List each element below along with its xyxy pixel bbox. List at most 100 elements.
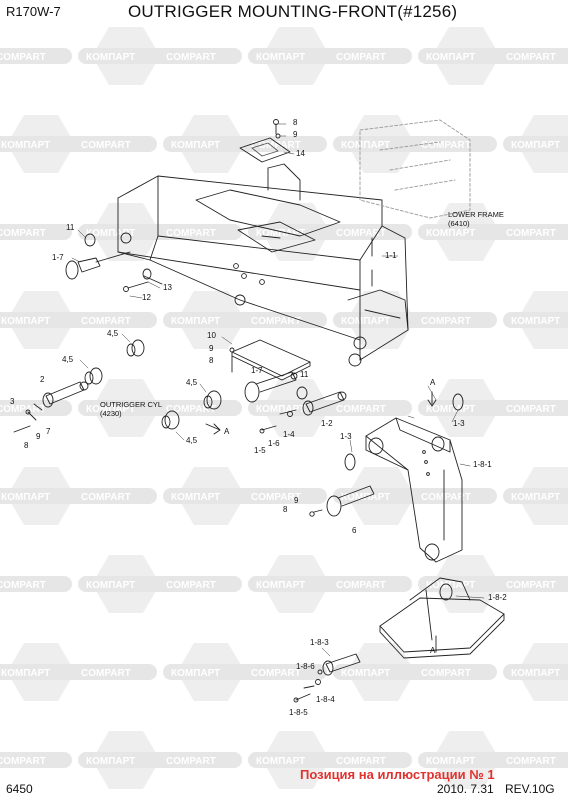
view-arrows: [205, 391, 437, 653]
watermark-band: [163, 664, 327, 680]
watermark-text-cyr: КОМПАРТ: [171, 140, 220, 151]
watermark-band: [333, 312, 497, 328]
callout-1-7: 1-7: [251, 366, 263, 375]
watermark-band: [0, 400, 72, 416]
outrigger-frame-body: [117, 163, 409, 367]
watermark-band: [503, 312, 568, 328]
callout-12: 12: [142, 293, 151, 302]
cover-plate-14: [239, 119, 291, 163]
watermark-text-cyr: КОМПАРТ: [426, 228, 475, 239]
watermark-text-lat: COMPART: [0, 404, 46, 415]
ring-1-3b: [452, 393, 464, 411]
watermark-text-lat: COMPART: [0, 756, 46, 767]
watermark-band: [333, 488, 497, 504]
callout-1-8-6: 1-8-6: [296, 662, 315, 671]
outrigger-cyl-code: (4230): [100, 409, 122, 418]
callout-6: 6: [352, 526, 357, 535]
callout-7: 7: [46, 427, 51, 436]
watermark-text-lat: COMPART: [506, 52, 556, 63]
callout-13: 13: [163, 283, 172, 292]
watermark-text-lat: COMPART: [336, 404, 386, 415]
callout-1-8-4: 1-8-4: [316, 695, 335, 704]
watermark-text-cyr: КОМПАРТ: [426, 52, 475, 63]
watermark-band: [78, 576, 242, 592]
watermark-band: [163, 312, 327, 328]
watermark-band: [0, 136, 157, 152]
watermark-text-lat: COMPART: [251, 316, 301, 327]
watermark-text-lat: COMPART: [506, 404, 556, 415]
watermark-band: [418, 752, 568, 768]
bracket-1-8-1: [365, 417, 463, 563]
watermark-text-cyr: КОМПАРТ: [171, 316, 220, 327]
watermark-band: [0, 48, 72, 64]
watermark-text-cyr: КОМПАРТ: [511, 140, 560, 151]
lower-frame-code: (6410): [448, 219, 470, 228]
callout-8: 8: [209, 356, 214, 365]
watermark-text-lat: COMPART: [166, 580, 216, 591]
watermark-text-cyr: КОМПАРТ: [256, 580, 305, 591]
pin-2: [13, 381, 89, 433]
watermark-band: [163, 488, 327, 504]
watermark-text-cyr: КОМПАРТ: [341, 140, 390, 151]
watermark-band: [418, 400, 568, 416]
watermark-text-cyr: КОМПАРТ: [341, 316, 390, 327]
watermark-text-lat: COMPART: [251, 492, 301, 503]
watermark-text-lat: COMPART: [166, 756, 216, 767]
watermark-band: [0, 224, 72, 240]
watermark-text-cyr: КОМПАРТ: [511, 492, 560, 503]
ring-1-3a: [344, 453, 356, 471]
watermark-text-cyr: КОМПАРТ: [1, 316, 50, 327]
callout-9: 9: [293, 130, 298, 139]
watermark-band: [418, 48, 568, 64]
watermark-band: [0, 752, 72, 768]
callout-4-5: 4,5: [186, 436, 198, 445]
watermark-band: [0, 576, 72, 592]
bushing-11b: [296, 386, 308, 400]
watermark-text-cyr: КОМПАРТ: [426, 756, 475, 767]
watermark-text-lat: COMPART: [421, 492, 471, 503]
callout-4-5: 4,5: [107, 329, 119, 338]
callout-1-8-2: 1-8-2: [488, 593, 507, 602]
watermark-band: [248, 48, 412, 64]
lower-frame-label: LOWER FRAME: [448, 210, 504, 219]
watermark-band: [0, 312, 157, 328]
shims-4-5: [84, 339, 222, 430]
watermark-text-cyr: КОМПАРТ: [341, 668, 390, 679]
watermark-band: [503, 136, 568, 152]
watermark-band: [503, 664, 568, 680]
watermark-text-cyr: КОМПАРТ: [511, 316, 560, 327]
watermark-band: [418, 224, 568, 240]
callout-1-3: 1-3: [453, 419, 465, 428]
leader-lines: [71, 123, 485, 657]
callout-14: 14: [296, 149, 305, 158]
watermark-band: [78, 48, 242, 64]
callout-1-1: 1-1: [385, 251, 397, 260]
callout-8: 8: [283, 505, 288, 514]
watermark-text-cyr: КОМПАРТ: [1, 492, 50, 503]
callout-1-5: 1-5: [254, 446, 266, 455]
page-number: 6450: [6, 782, 33, 796]
watermark-band: [0, 664, 157, 680]
pin-1-8-3: [293, 653, 361, 703]
watermark-band: [333, 136, 497, 152]
callout-9: 9: [294, 496, 299, 505]
callout-1-3: 1-3: [340, 432, 352, 441]
watermark-text-lat: COMPART: [81, 140, 131, 151]
callout-4-5: 4,5: [186, 378, 198, 387]
watermark-text-lat: COMPART: [251, 140, 301, 151]
callout-1-8-5: 1-8-5: [289, 708, 308, 717]
watermark-text-cyr: КОМПАРТ: [256, 404, 305, 415]
watermark-text-cyr: КОМПАРТ: [1, 668, 50, 679]
watermark-text-cyr: КОМПАРТ: [171, 492, 220, 503]
pin-1-2: [259, 391, 347, 434]
watermark-text-lat: COMPART: [506, 228, 556, 239]
watermark-band: [248, 752, 412, 768]
watermark-text-cyr: КОМПАРТ: [511, 668, 560, 679]
watermark-text-lat: COMPART: [166, 404, 216, 415]
callout-2: 2: [40, 375, 45, 384]
callout-1-6: 1-6: [268, 439, 280, 448]
callout-9: 9: [36, 432, 41, 441]
watermark-text-lat: COMPART: [506, 756, 556, 767]
watermark-text-lat: COMPART: [0, 580, 46, 591]
pin-1-7-upper: [65, 251, 131, 280]
